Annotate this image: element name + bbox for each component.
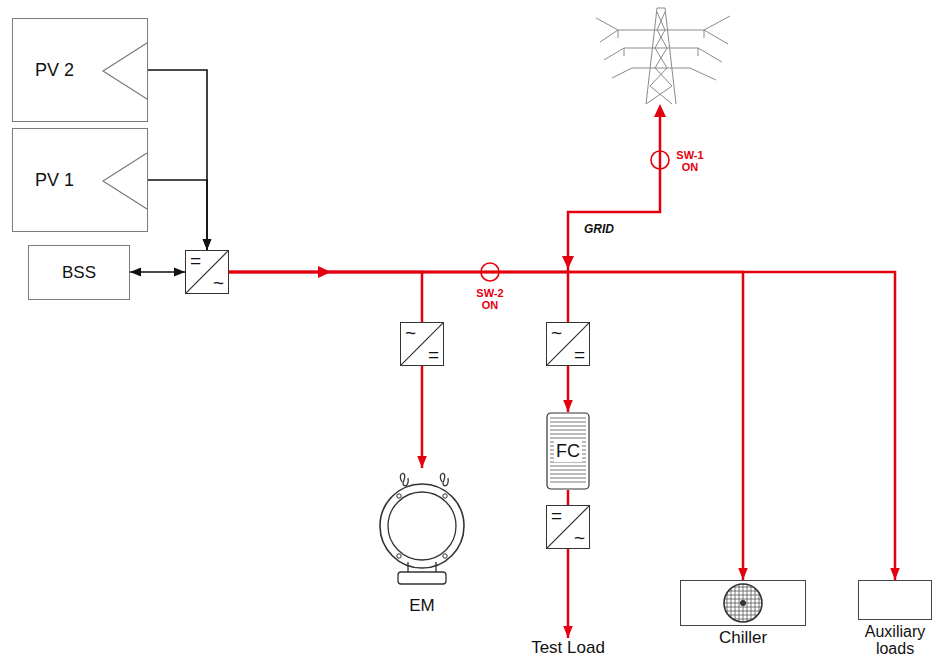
fuel-cell-stack: FC (546, 412, 590, 490)
pv-panel-box: PV 2 (12, 18, 148, 122)
diagonal-line (546, 505, 590, 549)
transmission-tower (596, 8, 730, 104)
diagonal-line (400, 322, 444, 366)
stack-plate (550, 418, 586, 419)
converter-symbol: ~ (405, 323, 416, 342)
grid-wire (568, 108, 660, 272)
fan-bar (723, 611, 763, 612)
fan-bar (723, 619, 763, 620)
converter-symbol: ~ (551, 323, 562, 342)
stack-plate (550, 478, 586, 479)
converter-box: ~= (400, 322, 444, 366)
annotation-label: SW-2 ON (472, 287, 508, 311)
fan-bar (759, 583, 760, 623)
em-terminal (443, 494, 447, 498)
battery-box: BSS (28, 245, 130, 300)
stack-plate (550, 438, 586, 439)
connector (567, 549, 570, 638)
em-outer-ring (380, 484, 464, 568)
annotation-label: GRID (584, 222, 624, 236)
em-label: EM (409, 596, 435, 616)
em-illustration (372, 468, 472, 592)
converter-symbol: ~ (213, 273, 224, 292)
fan-bar (751, 583, 752, 623)
pv-label: PV 1 (35, 170, 74, 191)
em-terminal (443, 554, 447, 558)
converter-symbol: = (574, 345, 585, 364)
converter-box: =~ (185, 250, 229, 294)
stack-plate (550, 434, 586, 435)
auxiliary-label: Auxiliary loads (853, 623, 937, 657)
switch-symbol (651, 151, 669, 169)
fan-bar (747, 583, 748, 623)
electrolyser-machine: EM (372, 468, 472, 616)
auxiliary-loads-unit: Auxiliary loads (853, 580, 937, 657)
stack-plate (550, 466, 586, 467)
connector (229, 272, 895, 580)
converter-box: =~ (546, 505, 590, 549)
diagonal-line (185, 250, 229, 294)
connector (229, 272, 568, 322)
connector (567, 490, 570, 505)
pv-triangle (103, 153, 147, 209)
stack-plate (550, 422, 586, 423)
em-leg (408, 562, 436, 572)
converter-box: ~= (546, 322, 590, 366)
converter-symbol: ~ (574, 528, 585, 547)
em-terminal (397, 494, 401, 498)
pv-symbol (13, 129, 149, 233)
stack-plate (550, 482, 586, 483)
connector (148, 180, 207, 250)
em-terminal (397, 554, 401, 558)
pv-panel-box: PV 1 (12, 128, 148, 232)
connector (229, 272, 422, 322)
tower-leg (646, 8, 676, 104)
stack-plate (550, 474, 586, 475)
stack-plate (550, 426, 586, 427)
chiller-unit: Chiller (680, 580, 806, 648)
pv-symbol (13, 19, 149, 123)
connector (229, 272, 743, 580)
pv-label: PV 2 (35, 60, 74, 81)
connector (130, 271, 185, 273)
converter-symbol: = (551, 506, 562, 525)
grid-arrow-up (654, 104, 666, 117)
converter-symbol: = (428, 345, 439, 364)
load-label: Test Load (508, 638, 628, 658)
auxiliary-box (858, 580, 932, 620)
stack-plate (550, 430, 586, 431)
chiller-housing (680, 580, 806, 626)
fuel-cell-label: FC (554, 440, 582, 462)
box-label: BSS (62, 263, 96, 283)
fan-bar (723, 607, 763, 608)
fan-ring (724, 584, 762, 622)
em-inner-ring (388, 492, 456, 560)
load-label-text: Test Load (531, 638, 605, 657)
connector (567, 366, 570, 412)
fan-hub (740, 600, 746, 606)
diagonal-line (546, 322, 590, 366)
fan-symbol (681, 581, 805, 625)
chiller-label: Chiller (719, 628, 767, 648)
tower-brace (646, 12, 672, 104)
grid-arrow-down (562, 256, 574, 269)
fan-grille (723, 583, 763, 623)
pv-triangle (103, 43, 147, 99)
annotation-label: SW-1 ON (672, 149, 708, 173)
converter-symbol: = (190, 251, 201, 270)
tower-wire (596, 16, 730, 80)
connector (148, 70, 207, 250)
em-base (398, 572, 446, 584)
stack-plate (550, 470, 586, 471)
stack-outline (547, 413, 589, 489)
connector (421, 366, 424, 468)
